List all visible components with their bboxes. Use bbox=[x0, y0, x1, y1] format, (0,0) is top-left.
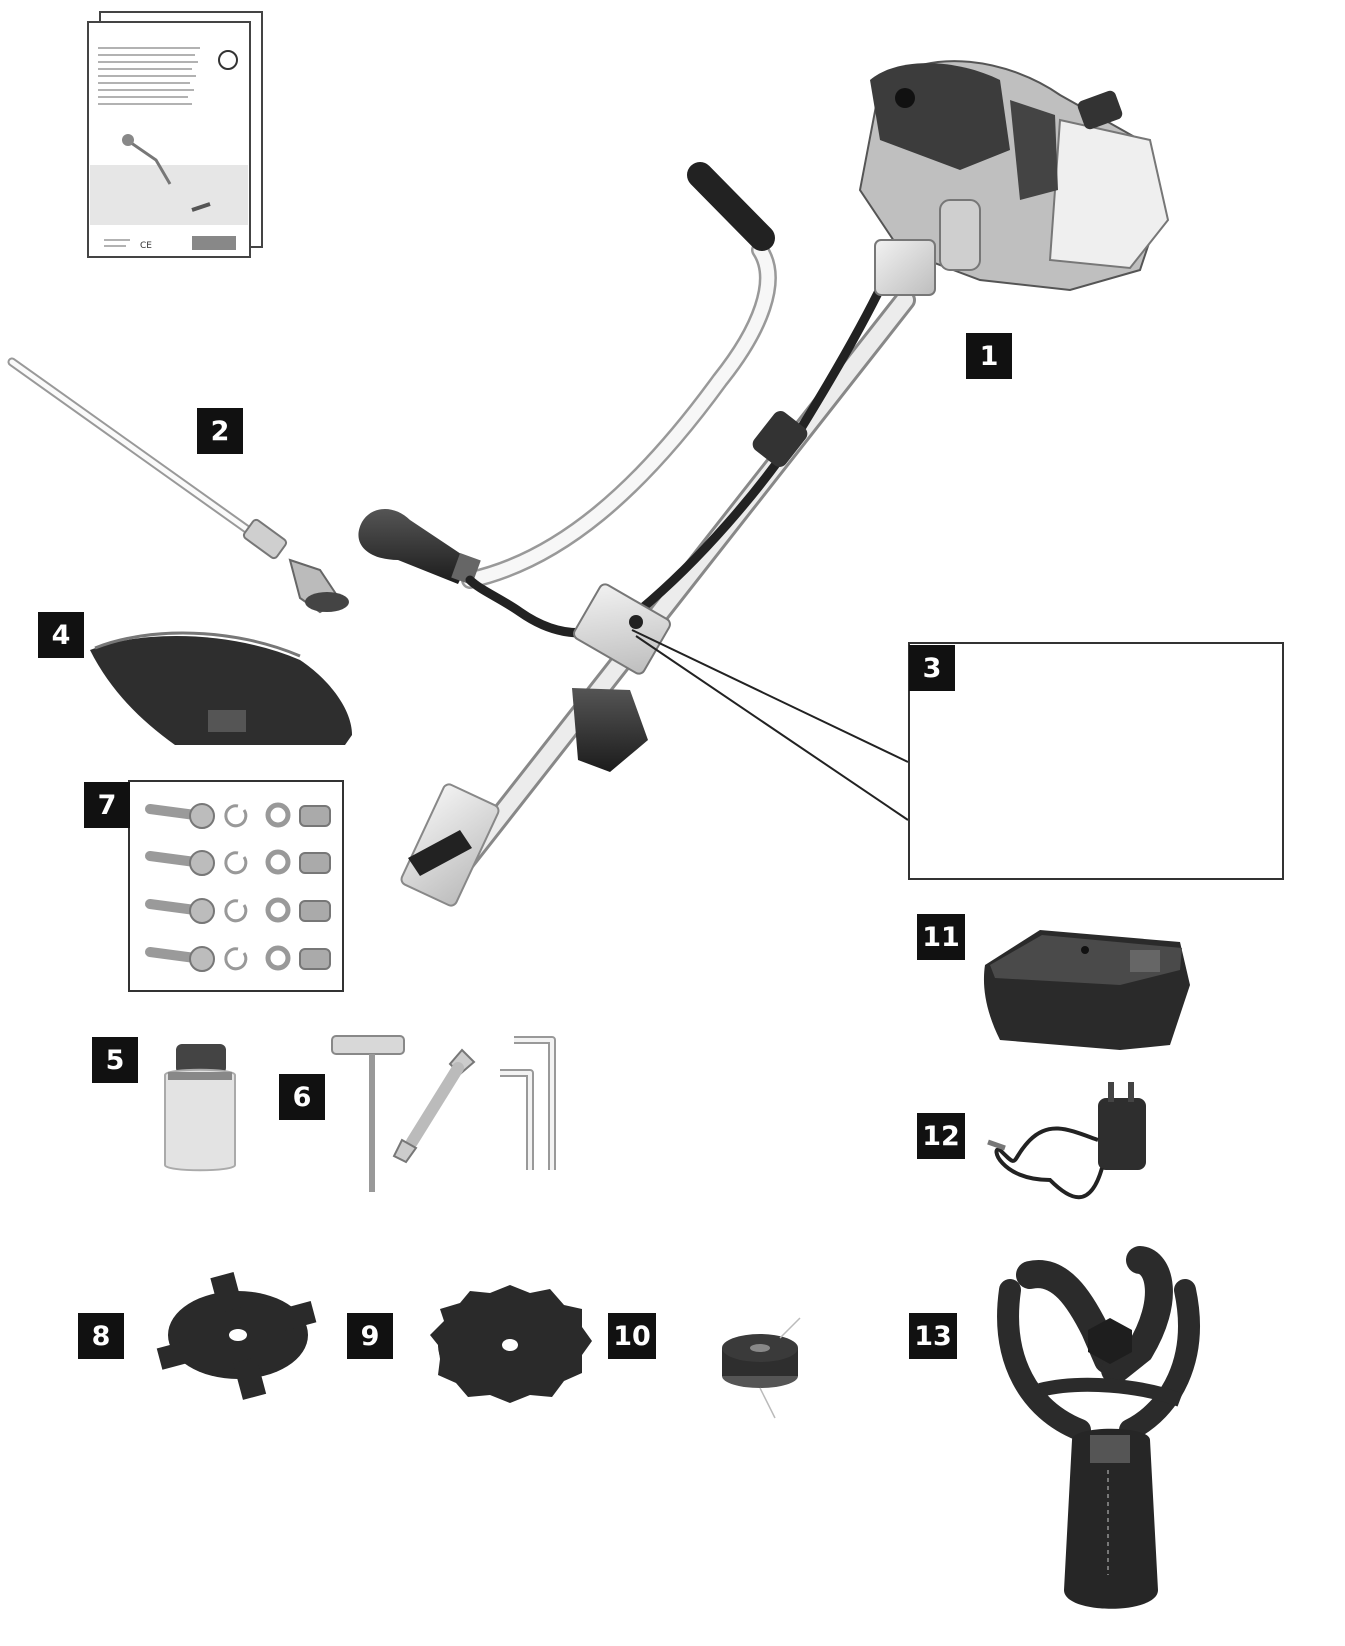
engine bbox=[858, 60, 1170, 296]
lower-drive-shaft bbox=[7, 357, 349, 614]
handlebar bbox=[358, 162, 777, 589]
shoulder-harness bbox=[997, 1246, 1200, 1609]
part-number-12: 12 bbox=[917, 1113, 965, 1159]
part-3-frame bbox=[908, 642, 1284, 880]
four-tooth-blade bbox=[156, 1272, 317, 1400]
handle-clamp bbox=[573, 583, 671, 675]
saw-blade bbox=[430, 1285, 592, 1403]
battery-pack bbox=[983, 930, 1190, 1050]
part-number-3: 3 bbox=[909, 645, 955, 691]
part-number-7: 7 bbox=[84, 782, 130, 828]
part-number-13: 13 bbox=[909, 1313, 957, 1359]
screw-set-7 bbox=[145, 802, 331, 972]
part-number-1: 1 bbox=[966, 333, 1012, 379]
trimmer-head bbox=[722, 1317, 801, 1419]
tool-set bbox=[331, 1035, 556, 1192]
part-number-11: 11 bbox=[917, 914, 965, 960]
part-number-9: 9 bbox=[347, 1313, 393, 1359]
instruction-manual: CE bbox=[87, 11, 263, 258]
main-unit-shaft bbox=[400, 165, 935, 907]
part-number-5: 5 bbox=[92, 1037, 138, 1083]
part-number-10: 10 bbox=[608, 1313, 656, 1359]
part-number-4: 4 bbox=[38, 612, 84, 658]
part-number-8: 8 bbox=[78, 1313, 124, 1359]
part-number-2: 2 bbox=[197, 408, 243, 454]
part-7-frame bbox=[128, 780, 344, 992]
battery-charger bbox=[987, 1082, 1146, 1200]
safety-guard bbox=[90, 631, 352, 745]
oil-mixing-bottle bbox=[164, 1044, 236, 1172]
ce-mark: CE bbox=[140, 241, 152, 251]
part-number-6: 6 bbox=[279, 1074, 325, 1120]
